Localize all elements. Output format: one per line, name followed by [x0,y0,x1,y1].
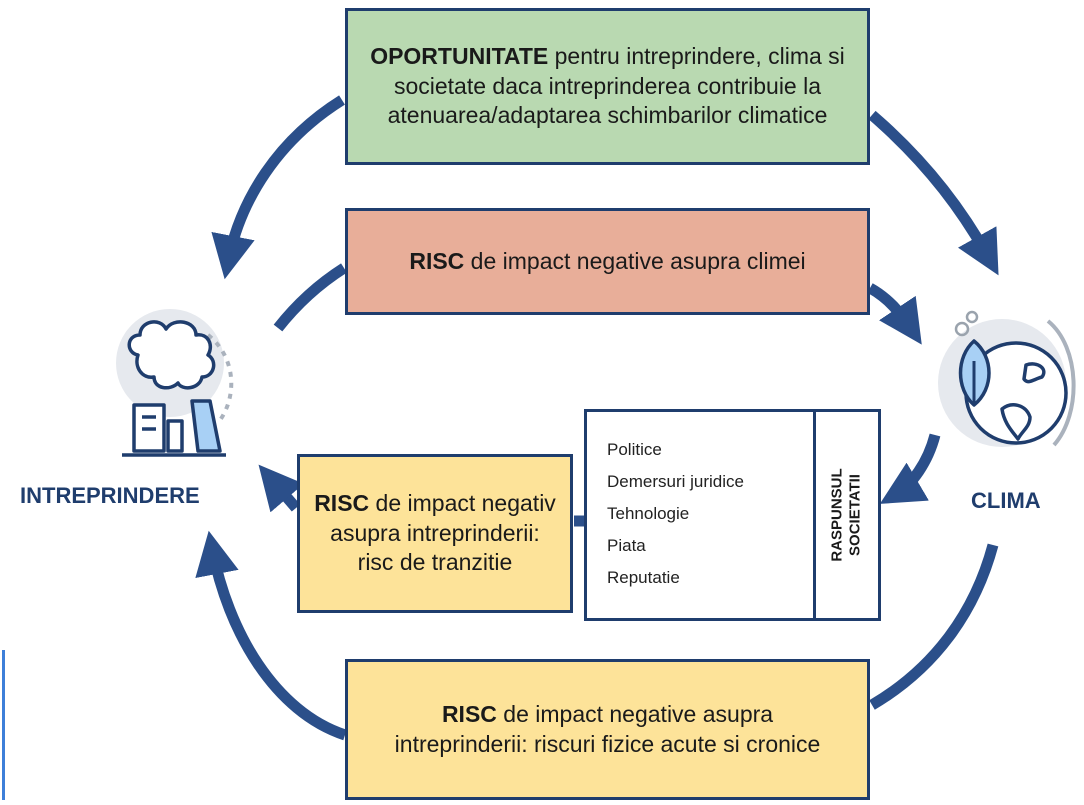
arrow-climate-to-physical [869,543,999,710]
society-factor-reputatie: Reputatie [607,568,680,587]
arrow-transition-to-company [258,464,304,513]
arrow-physical-to-company [195,530,347,741]
transition-risk-box: RISC de impact negativ asupra intreprind… [297,454,573,613]
society-label-line-2: SOCIETATII [847,474,864,556]
society-response-box: Politice Demersuri juridice Tehnologie P… [584,409,881,621]
physical-risk-keyword: RISC [441,700,497,727]
company-label: INTREPRINDERE [20,483,200,508]
climate-risk-description: de impact negative asupra climei [464,247,806,274]
physical-risk-text: RISC de impact negative asupra intreprin… [378,700,837,760]
globe-leaf-icon [938,310,1076,447]
society-divider [813,412,816,618]
physical-risk-box: RISC de impact negative asupra intreprin… [345,659,870,800]
transition-risk-description: de impact negativ asupra intreprinderii:… [330,489,556,576]
society-response-label: RASPUNSUL SOCIETATII [816,412,878,618]
opportunity-keyword: OPORTUNITATE [370,42,549,69]
transition-risk-text: RISC de impact negativ asupra intreprind… [312,489,558,579]
arrow-opportunity-to-climate [868,110,999,276]
arrow-risk-climate-to-climate [867,283,922,345]
climate-risk-text: RISC de impact negative asupra climei [409,247,805,277]
physical-risk-description: de impact negative asupra intreprinderii… [394,700,821,757]
society-factor-demersuri-juridice: Demersuri juridice [607,472,744,491]
opportunity-description: pentru intreprindere, clima si societate… [387,42,845,129]
society-label-line-1: RASPUNSUL [829,468,846,562]
opportunity-box: OPORTUNITATE pentru intreprindere, clima… [345,8,870,165]
edge-line [2,650,5,800]
society-factor-tehnologie: Tehnologie [607,504,690,523]
climate-risk-keyword: RISC [409,247,465,274]
climate-risk-box: RISC de impact negative asupra climei [345,208,870,315]
society-factor-politice: Politice [607,440,662,459]
opportunity-text: OPORTUNITATE pentru intreprindere, clima… [366,42,849,132]
arrow-climate-to-society [879,433,941,504]
society-factors-list: Politice Demersuri juridice Tehnologie P… [607,434,744,594]
transition-risk-keyword: RISC [314,489,370,516]
factory-icon [116,309,234,457]
arrow-company-to-risk-climate [273,263,347,332]
arrow-opportunity-to-company [211,95,345,280]
climate-label: CLIMA [971,488,1041,513]
society-factor-piata: Piata [607,536,646,555]
